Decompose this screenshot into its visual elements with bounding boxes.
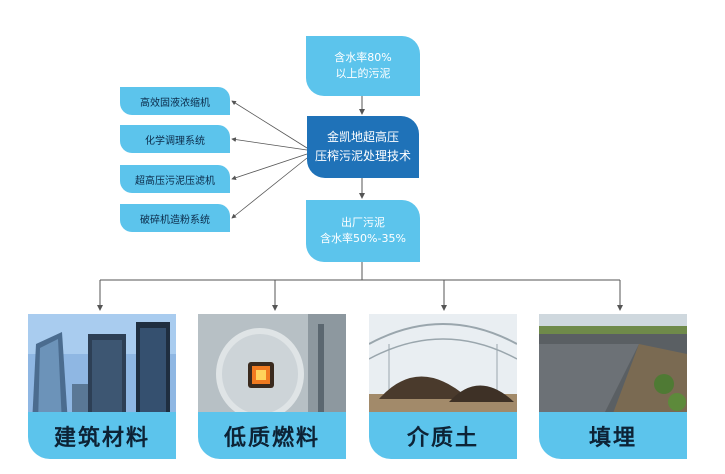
greenhouse-soil-photo [369,314,517,424]
side-item-concentrator: 高效固液浓缩机 [120,87,230,115]
input-sludge-box: 含水率80% 以上的污泥 [306,36,420,96]
side-item-filter-press: 超高压污泥压滤机 [120,165,230,193]
output-label-low-grade-fuel: 低质燃料 [198,412,346,459]
arrow-to-side-3 [231,153,308,181]
output-label-medium-soil: 介质土 [369,412,517,459]
arrow-to-side-2 [231,137,308,151]
output-label-building-materials: 建筑材料 [28,412,176,459]
output-sludge-box: 出厂污泥 含水率50%-35% [306,200,420,262]
arrow-to-side-1 [231,100,308,149]
output-label-landfill: 填埋 [539,412,687,459]
side-item-chemical-conditioning: 化学调理系统 [120,125,230,153]
side-item-crusher: 破碎机造粉系统 [120,204,230,232]
technology-box: 金凯地超高压 压榨污泥处理技术 [307,116,419,178]
landfill-photo [539,314,687,424]
buildings-photo [28,314,176,424]
boiler-photo [198,314,346,424]
arrow-to-side-4 [231,157,308,219]
